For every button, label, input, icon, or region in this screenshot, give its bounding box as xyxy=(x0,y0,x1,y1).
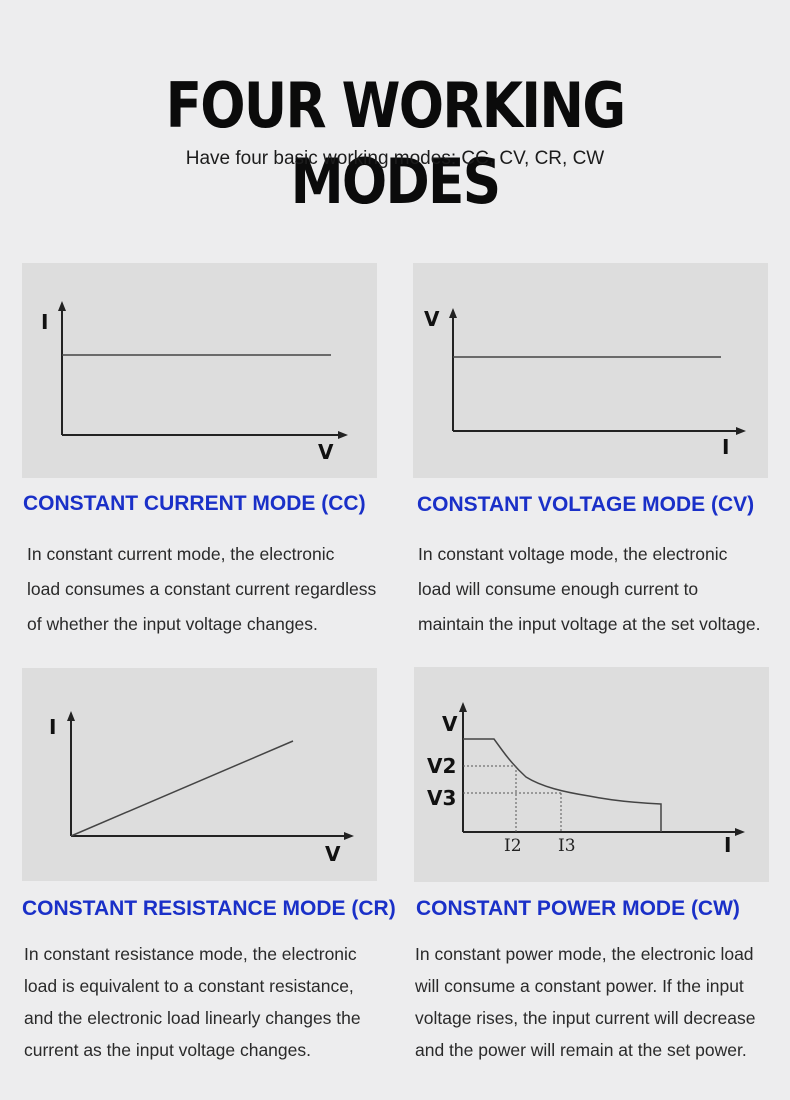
desc-line: of whether the input voltage changes. xyxy=(27,614,318,634)
y-axis-label: V xyxy=(442,712,458,736)
cc-graph: I V xyxy=(41,301,348,464)
y-axis-arrow xyxy=(67,711,75,721)
desc-line: will consume a constant power. If the in… xyxy=(415,976,744,996)
cv-graph: V I xyxy=(424,307,746,459)
desc-line: current as the input voltage changes. xyxy=(24,1040,311,1060)
page-title: FOUR WORKING MODES xyxy=(165,69,627,218)
cc-mode-title: CONSTANT CURRENT MODE (CC) xyxy=(23,492,366,515)
desc-line: In constant power mode, the electronic l… xyxy=(415,944,754,964)
cv-mode-title: CONSTANT VOLTAGE MODE (CV) xyxy=(417,493,755,516)
y-axis-arrow xyxy=(449,308,457,318)
x-axis-label: I xyxy=(722,435,729,459)
x-axis-arrow xyxy=(344,832,354,840)
i3-tick-label: I3 xyxy=(558,836,576,856)
v3-tick-label: V3 xyxy=(427,786,456,810)
x-axis-label: I xyxy=(724,833,731,857)
y-axis-label: V xyxy=(424,307,440,331)
x-axis-arrow xyxy=(735,828,745,836)
x-axis-label: V xyxy=(318,440,334,464)
cv-description: In constant voltage mode, the electronic… xyxy=(418,537,760,642)
cr-description: In constant resistance mode, the electro… xyxy=(24,938,361,1066)
cw-graph: V V2 V3 I2 I3 I xyxy=(427,702,745,857)
desc-line: and the electronic load linearly changes… xyxy=(24,1008,361,1028)
cr-diagram: I V xyxy=(22,668,377,881)
cr-mode-title: CONSTANT RESISTANCE MODE (CR) xyxy=(22,897,396,920)
x-axis-arrow xyxy=(338,431,348,439)
y-axis-arrow xyxy=(58,301,66,311)
desc-line: load is equivalent to a constant resista… xyxy=(24,976,354,996)
linear-resistance-line xyxy=(70,740,294,837)
cw-diagram: V V2 V3 I2 I3 I xyxy=(414,667,769,882)
cw-description: In constant power mode, the electronic l… xyxy=(415,938,755,1066)
y-axis-label: I xyxy=(41,310,48,334)
cr-graph: I V xyxy=(49,711,354,866)
desc-line: In constant voltage mode, the electronic xyxy=(418,544,728,564)
i2-tick-label: I2 xyxy=(504,836,522,856)
desc-line: load consumes a constant current regardl… xyxy=(27,579,377,599)
page-subtitle: Have four basic working modes: CC, CV, C… xyxy=(185,148,605,169)
desc-line: maintain the input voltage at the set vo… xyxy=(418,614,761,634)
y-axis-label: I xyxy=(49,715,56,739)
cc-description: In constant current mode, the electronic… xyxy=(27,537,376,642)
desc-line: In constant resistance mode, the electro… xyxy=(24,944,357,964)
desc-line: load will consume enough current to xyxy=(418,579,699,599)
x-axis-label: V xyxy=(325,842,341,866)
y-axis-arrow xyxy=(459,702,467,712)
constant-power-curve xyxy=(463,738,662,832)
x-axis-arrow xyxy=(736,427,746,435)
cc-diagram: I V xyxy=(22,263,377,478)
cw-mode-title: CONSTANT POWER MODE (CW) xyxy=(416,897,740,920)
cv-diagram: V I xyxy=(413,263,768,478)
desc-line: voltage rises, the input current will de… xyxy=(415,1008,756,1028)
v2-tick-label: V2 xyxy=(427,754,456,778)
desc-line: and the power will remain at the set pow… xyxy=(415,1040,747,1060)
desc-line: In constant current mode, the electronic xyxy=(27,544,335,564)
